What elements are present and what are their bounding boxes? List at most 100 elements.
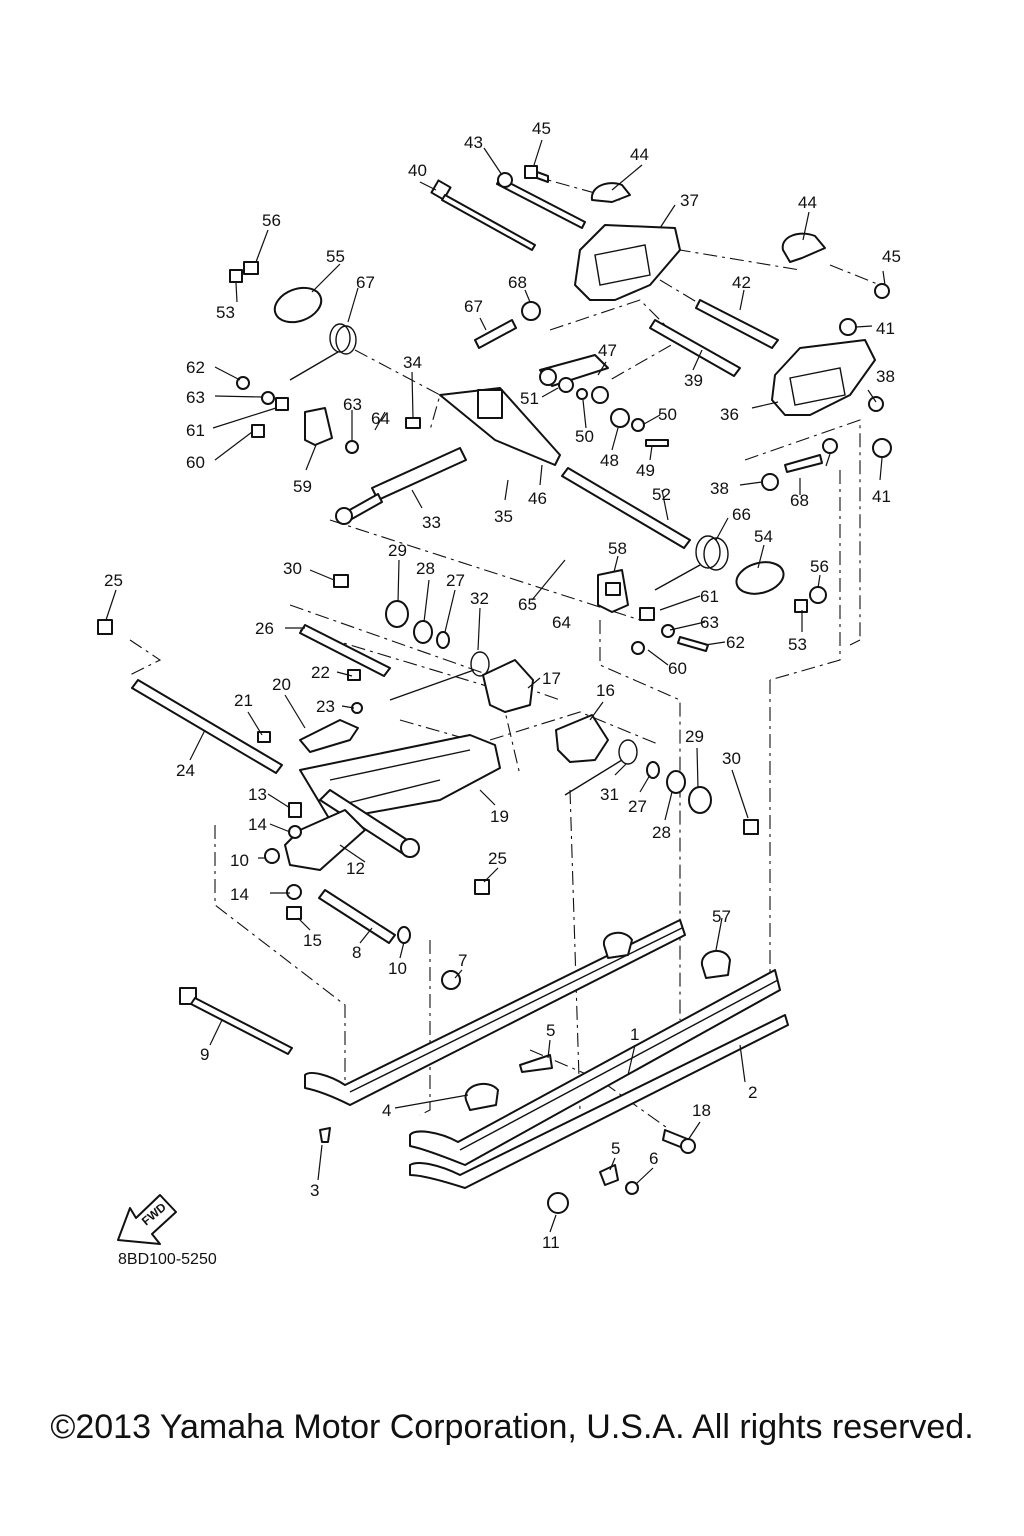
- callout-label: 5: [611, 1139, 620, 1158]
- callout-label: 12: [346, 859, 365, 878]
- callout-label: 31: [600, 785, 619, 804]
- callout-label: 44: [630, 145, 649, 164]
- fwd-arrow-icon: FWD: [117, 1194, 177, 1245]
- callout-label: 63: [700, 613, 719, 632]
- part-spring-31: [564, 739, 638, 796]
- part-clip-5b: [599, 1164, 619, 1186]
- part-shaft-24: [131, 679, 283, 774]
- part-shaft-52: [561, 467, 691, 549]
- callout-label: 13: [248, 785, 267, 804]
- callout-label: 35: [494, 507, 513, 526]
- callout-label: 38: [710, 479, 729, 498]
- part-swing-arm-19: [299, 734, 501, 858]
- part-bushing-28b: [666, 770, 686, 794]
- part-washer-27b: [646, 761, 660, 779]
- part-bolt-56: [243, 261, 259, 275]
- callout-label: 2: [748, 1083, 757, 1102]
- callout-labels: 1 2 3 4 5 5 6 7 8 9 10 10 11 12 13 14 14…: [104, 119, 901, 1252]
- callout-label: 48: [600, 451, 619, 470]
- callout-label: 25: [104, 571, 123, 590]
- callout-label: 5: [546, 1021, 555, 1040]
- part-bushing-29: [385, 600, 409, 628]
- callout-label: 27: [446, 571, 465, 590]
- part-bracket-59: [304, 407, 333, 446]
- callout-label: 26: [255, 619, 274, 638]
- callout-label: 37: [680, 191, 699, 210]
- part-shaft-39: [649, 319, 741, 377]
- part-long-bolt: [430, 179, 536, 251]
- callout-label: 47: [598, 341, 617, 360]
- part-cap-rail: [602, 931, 633, 959]
- callout-label: 23: [316, 697, 335, 716]
- callout-label: 64: [371, 409, 390, 428]
- callout-label: 30: [283, 559, 302, 578]
- callout-label: 62: [726, 633, 745, 652]
- callout-label: 46: [528, 489, 547, 508]
- callout-label: 50: [658, 405, 677, 424]
- part-shaft-8: [318, 889, 396, 944]
- part-shock-absorber-33: [335, 447, 467, 525]
- leader-lines: [105, 139, 886, 1233]
- part-cap-57: [700, 950, 731, 979]
- part-cover-54: [735, 561, 785, 595]
- part-arm-bracket: [477, 389, 503, 419]
- part-shaft-42: [695, 299, 779, 349]
- callout-label: 34: [403, 353, 422, 372]
- part-shaft-26: [299, 624, 391, 677]
- callout-label: 9: [200, 1045, 209, 1064]
- callout-label: 60: [668, 659, 687, 678]
- callout-label: 53: [216, 303, 235, 322]
- callout-label: 43: [464, 133, 483, 152]
- callout-label: 33: [422, 513, 441, 532]
- callout-label: 61: [700, 587, 719, 606]
- callout-label: 4: [382, 1101, 391, 1120]
- callout-label: 36: [720, 405, 739, 424]
- callout-label: 28: [416, 559, 435, 578]
- part-slide-rail-2: [409, 969, 789, 1189]
- callout-label: 64: [552, 613, 571, 632]
- callout-label: 68: [790, 491, 809, 510]
- callout-label: 16: [596, 681, 615, 700]
- part-spring-32: [389, 651, 490, 701]
- callout-label: 50: [575, 427, 594, 446]
- callout-label: 29: [685, 727, 704, 746]
- part-spring-66: [289, 323, 357, 381]
- callout-label: 32: [470, 589, 489, 608]
- callout-label: 25: [488, 849, 507, 868]
- callout-label: 44: [798, 193, 817, 212]
- part-collar-68: [521, 301, 541, 321]
- part-cap-4: [464, 1082, 499, 1111]
- part-cover-55: [273, 286, 323, 324]
- callout-label: 56: [810, 557, 829, 576]
- part-screw-3: [319, 1127, 331, 1143]
- copyright-notice: ©2013 Yamaha Motor Corporation, U.S.A. A…: [50, 1408, 974, 1446]
- callout-label: 20: [272, 675, 291, 694]
- part-bracket-16: [555, 714, 609, 763]
- part-washer-27: [436, 631, 450, 649]
- part-bolt-9: [179, 987, 293, 1055]
- callout-label: 21: [234, 691, 253, 710]
- callout-label: 29: [388, 541, 407, 560]
- callout-label: 67: [464, 297, 483, 316]
- callout-label: 24: [176, 761, 195, 780]
- callout-label: 6: [649, 1149, 658, 1168]
- callout-label: 27: [628, 797, 647, 816]
- part-clip-5: [519, 1054, 553, 1073]
- part-arm-12: [284, 809, 366, 871]
- callout-label: 3: [310, 1181, 319, 1200]
- part-bolts-top: [496, 165, 586, 229]
- callout-label: 8: [352, 943, 361, 962]
- part-drawings: [97, 165, 892, 1214]
- callout-label: 40: [408, 161, 427, 180]
- callout-label: 55: [326, 247, 345, 266]
- callout-label: 11: [542, 1233, 560, 1252]
- callout-label: 62: [186, 358, 205, 377]
- callout-label: 60: [186, 453, 205, 472]
- callout-label: 42: [732, 273, 751, 292]
- part-nut-11: [547, 1192, 569, 1214]
- callout-label: 52: [652, 485, 671, 504]
- callout-label: 18: [692, 1101, 711, 1120]
- callout-label: 68: [508, 273, 527, 292]
